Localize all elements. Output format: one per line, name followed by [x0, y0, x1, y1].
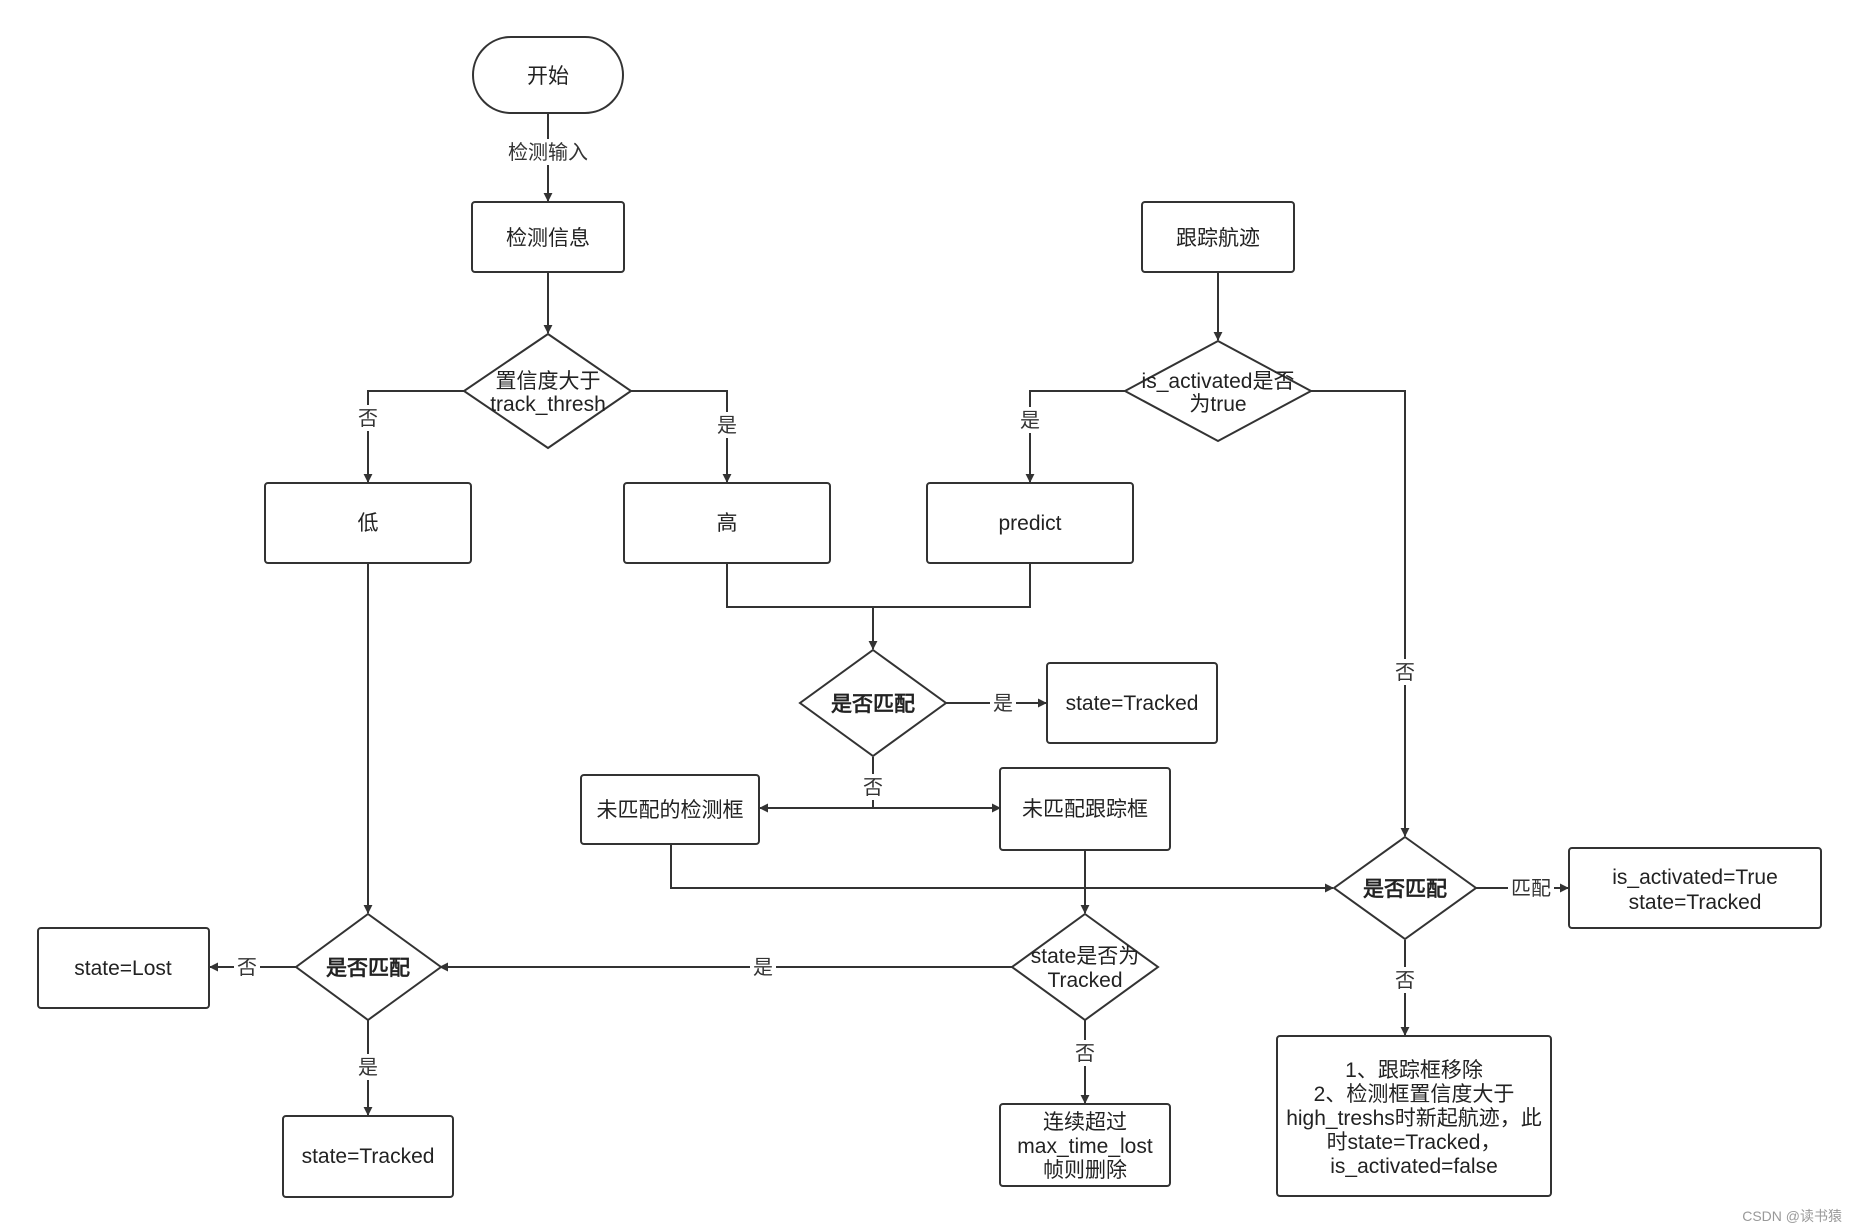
low-label: 低: [358, 512, 379, 535]
unmatched-det-label: 未匹配的检测框: [597, 799, 744, 822]
match1-label: 是否匹配: [831, 693, 915, 716]
unmatched-trk-label: 未匹配跟踪框: [1022, 798, 1148, 821]
conf-check-label-line1: 置信度大于: [496, 370, 601, 393]
match-right-node: 是否匹配: [1332, 835, 1478, 941]
match-left-label: 是否匹配: [326, 957, 410, 980]
activated-true-node: is_activated=True state=Tracked: [1568, 847, 1822, 929]
detect-info-node: 检测信息: [471, 201, 625, 273]
start-node: 开始: [472, 36, 624, 114]
state-check-label-line2: Tracked: [1047, 969, 1122, 992]
tracked1-label: state=Tracked: [1066, 692, 1199, 715]
edge-label-match1-yes: 是: [993, 693, 1013, 715]
edge-label-activated-no: 否: [1395, 662, 1415, 684]
edge-activated-to-match-right: [1310, 390, 1410, 837]
edge-conf-to-low: [363, 390, 464, 483]
edge-label-match-left-no: 否: [237, 957, 257, 979]
edge-label-conf-yes: 是: [717, 415, 737, 437]
match-left-node: 是否匹配: [294, 912, 443, 1022]
remove-label-line4: 时state=Tracked，: [1327, 1131, 1502, 1154]
delete-node: 连续超过 max_time_lost 帧则删除: [999, 1103, 1171, 1187]
remove-label-line5: is_activated=false: [1330, 1155, 1498, 1178]
match1-node: 是否匹配: [798, 648, 948, 758]
high-node: 高: [623, 482, 831, 564]
tracked1-node: state=Tracked: [1046, 662, 1218, 744]
activated-true-label-line1: is_activated=True: [1612, 866, 1778, 889]
tracked-bottom-node: state=Tracked: [282, 1115, 454, 1198]
tracked-bottom-label: state=Tracked: [302, 1145, 435, 1168]
low-node: 低: [264, 482, 472, 564]
edge-label-match1-no: 否: [863, 777, 883, 799]
conf-check-node: 置信度大于 track_thresh: [462, 332, 633, 450]
delete-label-line2: max_time_lost: [1017, 1135, 1153, 1158]
track-traj-node: 跟踪航迹: [1141, 201, 1295, 273]
edge-label-match-left-yes: 是: [358, 1057, 378, 1079]
edge-label-state-no: 否: [1075, 1043, 1095, 1065]
lost-label: state=Lost: [74, 957, 172, 980]
high-label: 高: [717, 512, 738, 535]
activated-check-label-line2: 为true: [1189, 393, 1246, 416]
delete-label-line3: 帧则删除: [1043, 1159, 1127, 1182]
edge-unmatched-det-to-match-right: [670, 844, 1334, 893]
edge-label-conf-no: 否: [358, 408, 378, 430]
remove-label-line2: 2、检测框置信度大于: [1314, 1083, 1515, 1106]
edge-high-merge: [726, 562, 1031, 608]
track-traj-label: 跟踪航迹: [1176, 227, 1260, 250]
remove-label-line1: 1、跟踪框移除: [1345, 1059, 1483, 1082]
lost-node: state=Lost: [37, 927, 210, 1009]
edge-label-activated-yes: 是: [1020, 410, 1040, 432]
remove-node: 1、跟踪框移除 2、检测框置信度大于 high_treshs时新起航迹，此 时s…: [1276, 1035, 1552, 1197]
match-right-label: 是否匹配: [1363, 878, 1447, 901]
state-check-node: state是否为 Tracked: [1010, 912, 1160, 1022]
edge-label-state-yes: 是: [753, 957, 773, 979]
conf-check-label-line2: track_thresh: [490, 393, 606, 416]
edge-label-detect-input: 检测输入: [508, 141, 588, 164]
remove-label-line3: high_treshs时新起航迹，此: [1286, 1107, 1542, 1130]
edge-labels: 检测输入 否 是 是 否 是 否 匹配 否 是 否 否 是: [234, 139, 1554, 1080]
state-check-label-line1: state是否为: [1031, 945, 1140, 968]
detect-info-label: 检测信息: [506, 227, 590, 250]
edge-label-match-right-no: 否: [1395, 970, 1415, 992]
edge-label-match-right-yes: 匹配: [1511, 878, 1551, 900]
unmatched-det-node: 未匹配的检测框: [580, 774, 760, 845]
nodes: 开始 检测信息 置信度大于 track_thresh 低 高 跟踪航迹: [37, 36, 1822, 1198]
predict-node: predict: [926, 482, 1134, 564]
activated-check-node: is_activated是否 为true: [1122, 339, 1314, 443]
start-label: 开始: [527, 65, 569, 88]
edge-activated-to-predict: [1025, 390, 1125, 483]
predict-label: predict: [998, 512, 1061, 535]
watermark: CSDN @读书猿: [1742, 1208, 1842, 1224]
activated-check-label-line1: is_activated是否: [1142, 370, 1295, 393]
unmatched-trk-node: 未匹配跟踪框: [999, 767, 1171, 851]
edge-conf-to-high: [630, 390, 732, 483]
delete-label-line1: 连续超过: [1043, 1111, 1127, 1134]
activated-true-label-line2: state=Tracked: [1629, 891, 1762, 914]
